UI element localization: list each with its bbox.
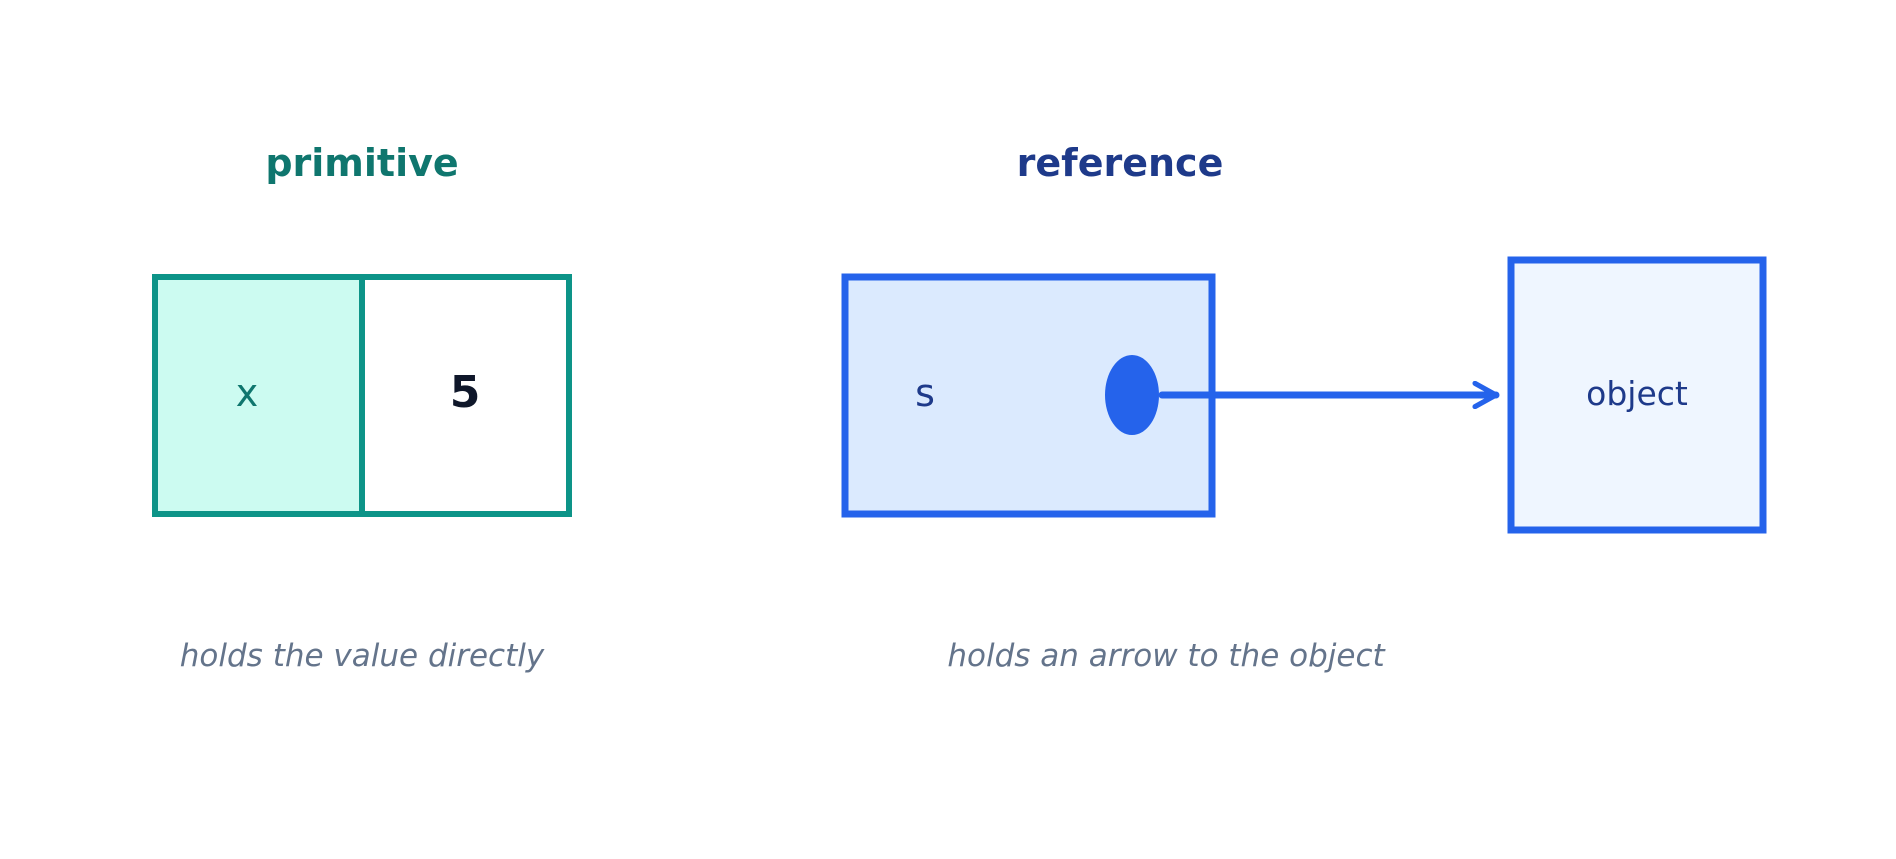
pointer-dot (1105, 355, 1159, 435)
object-box (1507, 256, 1767, 534)
reference-name-label: s (915, 371, 935, 415)
primitive-title: primitive (265, 141, 458, 185)
reference-section: reference s object holds an arrow to the… (841, 141, 1767, 674)
reference-title: reference (1017, 141, 1224, 185)
primitive-name-cell (152, 274, 365, 517)
object-label: object (1586, 374, 1688, 413)
primitive-section: primitive x 5 holds the value directly (152, 141, 572, 674)
primitive-caption: holds the value directly (180, 638, 545, 674)
primitive-value-cell (359, 274, 572, 517)
primitive-value-label: 5 (450, 367, 481, 418)
primitive-name-label: x (236, 371, 259, 415)
reference-caption: holds an arrow to the object (947, 638, 1386, 674)
